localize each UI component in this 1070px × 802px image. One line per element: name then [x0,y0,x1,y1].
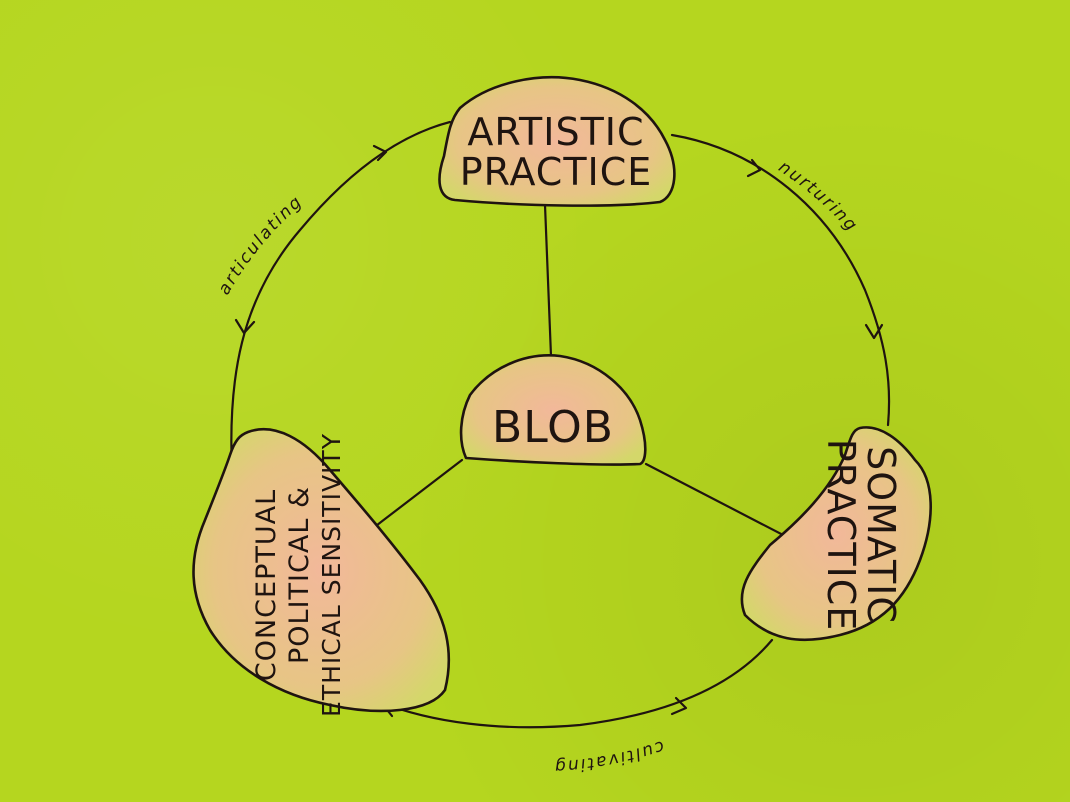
arrowhead-nurturing-top [746,158,762,178]
arrowhead-cultivating-right [670,696,688,716]
spoke-to-artistic [543,203,553,358]
blob-label: BLOB [492,402,614,453]
node-conceptual-political-ethical: CONCEPTUAL POLITICAL & ETHICAL SENSITIVI… [192,427,451,717]
node-artistic-practice: ARTISTIC PRACTICE [438,76,676,207]
arrowhead-nurturing-right [864,323,884,340]
edge-label-articulating: articulating [214,191,307,298]
node-blob: BLOB [459,354,647,466]
somatic-line1: SOMATIC [859,446,903,624]
spoke-to-conceptual [366,458,464,534]
arrowhead-articulating-top [372,144,388,162]
conceptual-line3: ETHICAL SENSITIVITY [317,433,346,717]
arc-articulating [230,120,452,472]
edge-label-cultivating-text: cultivating [552,736,664,776]
artistic-line1: ARTISTIC [467,110,644,154]
arc-nurturing [670,133,891,427]
spoke-to-somatic [644,462,789,539]
arrowhead-articulating-left [234,318,256,335]
edge-label-articulating-text: articulating [214,191,305,298]
artistic-line2: PRACTICE [460,150,653,194]
edge-label-nurturing: nurturing [775,157,862,236]
edge-label-cultivating: cultivating [552,736,666,776]
edge-label-nurturing-text: nurturing [775,157,860,236]
conceptual-line1: CONCEPTUAL [251,489,282,681]
conceptual-line2: POLITICAL & [284,486,315,664]
arc-cultivating [378,638,774,729]
somatic-line2: PRACTICE [819,439,863,632]
node-somatic-practice: SOMATIC PRACTICE [740,426,932,642]
